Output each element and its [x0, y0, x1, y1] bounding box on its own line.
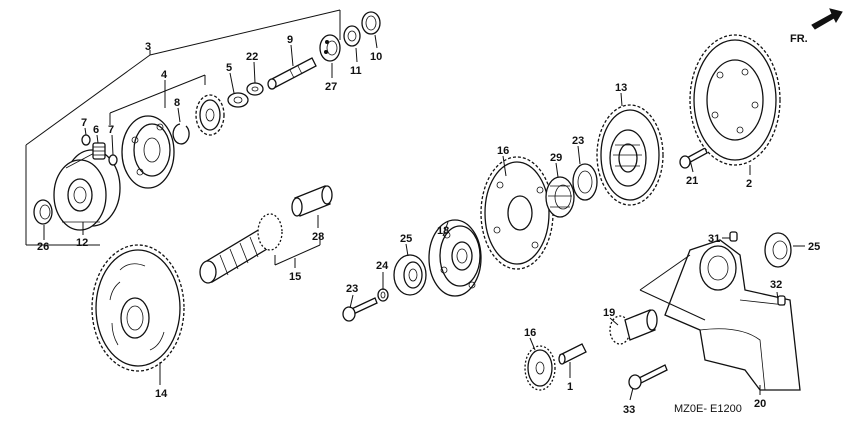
callout-labels: 3 4 5 22 9 7 6 7 8 27 11 10 12 26 14 15 …: [37, 33, 820, 416]
part-7-pin-a: [81, 134, 91, 146]
callout-10: 12: [76, 237, 88, 249]
part-25-washer: [572, 163, 598, 201]
part-26-bearing: [764, 232, 792, 268]
callout-4: 4: [161, 69, 168, 81]
part-18-hub: [428, 219, 482, 297]
callout-12: 11: [350, 65, 362, 77]
callout-26: 25: [808, 241, 820, 253]
part-5-washer: [227, 92, 249, 108]
callout-3: 3: [145, 41, 151, 53]
part-4-plate: [109, 74, 206, 189]
part-11-ring: [361, 11, 381, 35]
part-12-washer: [343, 25, 361, 47]
part-10-hub-housing: [53, 149, 121, 231]
part-33-bolt: [628, 364, 668, 390]
front-direction-arrow: [811, 8, 843, 30]
part-15-splined-shaft: [199, 213, 283, 284]
part-23-washer: [377, 288, 389, 302]
assembly-bracket-3: [25, 9, 341, 246]
callout-24: 22: [246, 51, 258, 63]
part-8-circlip: [172, 123, 190, 145]
callout-1: 1: [567, 381, 573, 393]
callout-9: 9: [287, 34, 293, 46]
callout-32-b: 32: [770, 279, 782, 291]
bracket-15: [274, 235, 321, 266]
part-27-bearing: [393, 254, 427, 296]
callout-29: 27: [325, 81, 337, 93]
callout-30: 28: [312, 231, 324, 243]
callout-6: 6: [93, 124, 99, 136]
callout-20: 20: [754, 398, 766, 410]
callout-11: 10: [370, 51, 382, 63]
part-1-pin: [558, 343, 587, 365]
part-20-housing: [639, 239, 801, 391]
part-2-ring-gear: [689, 34, 781, 166]
part-13-clutch-gear: [596, 104, 664, 206]
callout-27: 25: [400, 233, 412, 245]
callout-5: 5: [226, 62, 232, 74]
callout-23: 24: [376, 260, 389, 272]
part-9-shaft: [267, 57, 317, 90]
part-21-bolt: [679, 147, 708, 169]
diagram-code: MZ0E- E1200: [674, 403, 742, 415]
callout-19: 19: [603, 307, 615, 319]
callout-16: 16: [524, 327, 536, 339]
callout-17: 16: [497, 145, 509, 157]
callout-7-a: 7: [81, 117, 87, 129]
callout-15: 15: [289, 271, 301, 283]
part-6-spring: [92, 142, 106, 160]
callout-7-b: 7: [108, 124, 114, 136]
callout-8: 8: [174, 97, 180, 109]
part-24-washer: [246, 82, 264, 96]
part-14-large-gear: [91, 244, 185, 372]
callout-28: 26: [37, 241, 49, 253]
callout-21: 21: [686, 175, 698, 187]
callout-32-a: 31: [708, 233, 720, 245]
part-32-dowel-a: [729, 231, 738, 242]
leader-lines: [43, 34, 805, 401]
part-31-needle-bearing: [545, 176, 575, 218]
part-7-pin-b: [108, 154, 118, 166]
callout-25: 23: [572, 135, 584, 147]
callout-14: 14: [155, 388, 168, 400]
callout-33: 33: [623, 404, 635, 416]
part-9-sprocket: [195, 94, 225, 136]
part-19-pinion: [609, 309, 658, 345]
direction-label: FR.: [790, 33, 808, 45]
part-28-bearing: [33, 199, 53, 225]
part-17-driven-gear: [480, 156, 554, 270]
part-16-small-gear: [524, 345, 556, 391]
callout-13: 13: [615, 82, 627, 94]
part-32-dowel-b: [777, 295, 786, 306]
callout-18: 18: [437, 225, 449, 237]
part-22-bolt: [342, 297, 378, 322]
part-29-bearing: [319, 34, 341, 62]
callout-31: 29: [550, 152, 562, 164]
callout-2: 2: [746, 178, 752, 190]
callout-22: 23: [346, 283, 358, 295]
part-30-sleeve: [291, 185, 333, 217]
